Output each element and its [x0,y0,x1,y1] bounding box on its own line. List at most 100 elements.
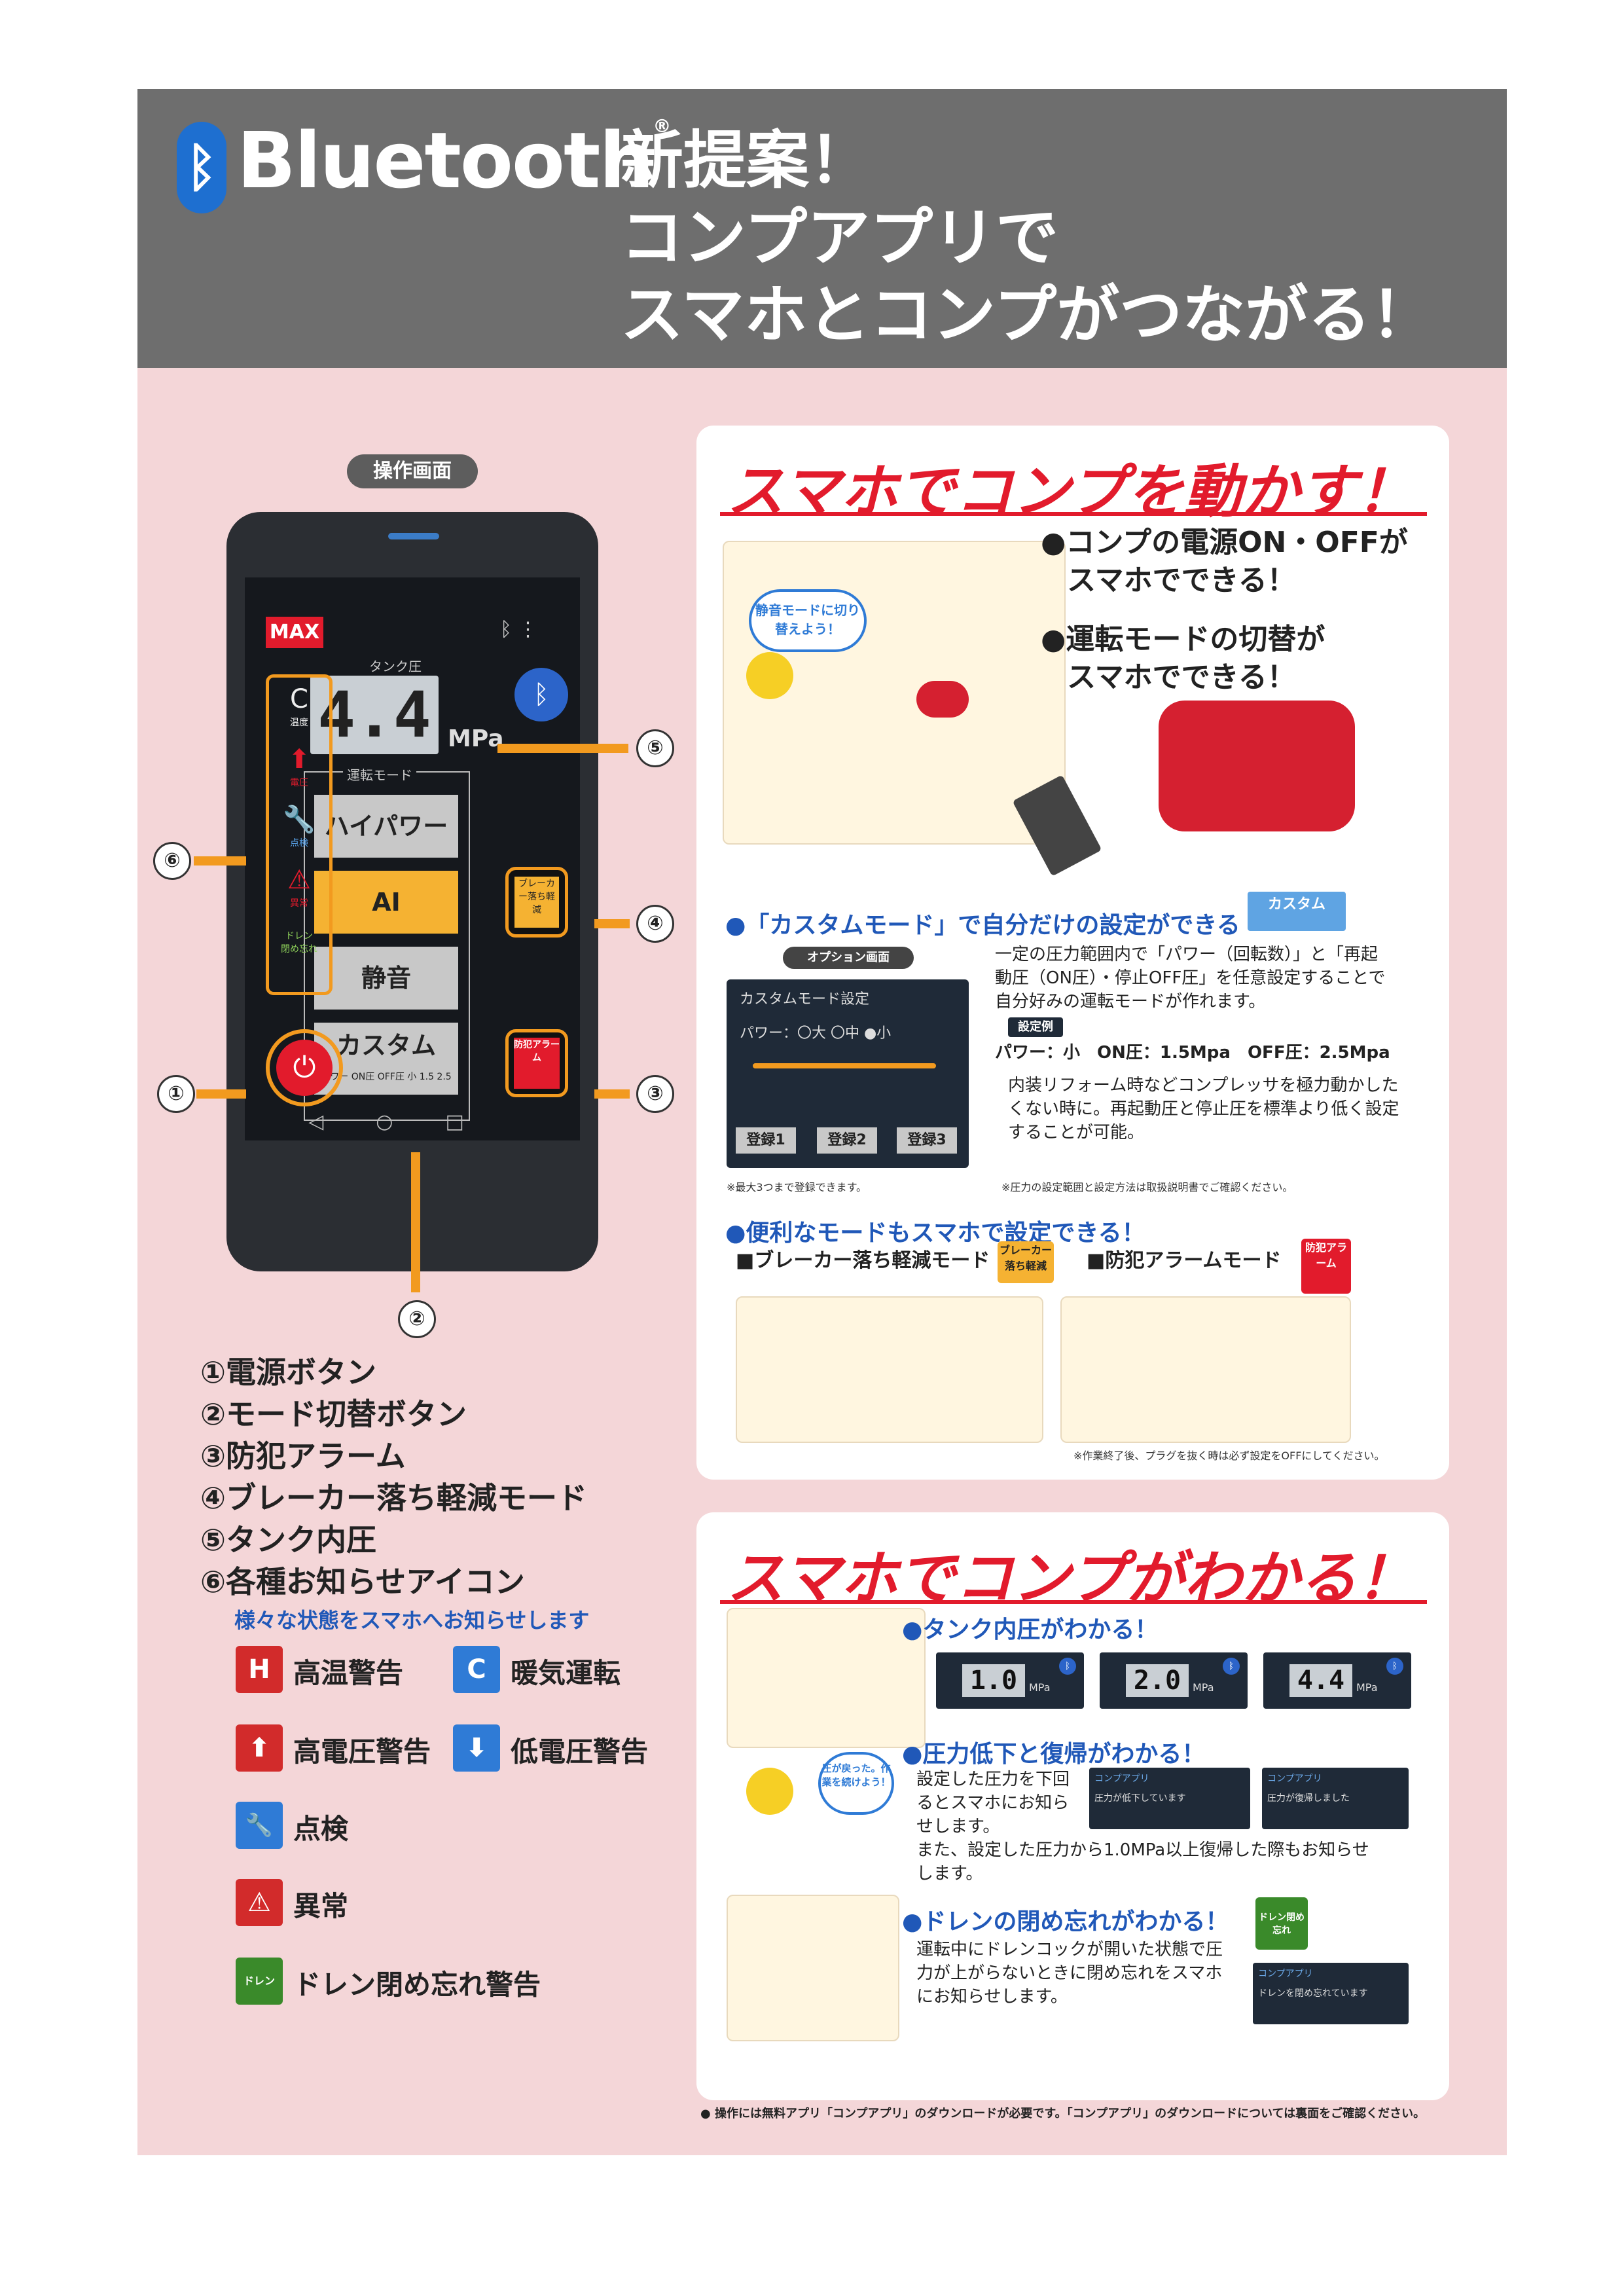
alarm-illustration [1060,1296,1351,1443]
drop-body-line: 設定した圧力を下回 [916,1770,1070,1789]
alarm-button[interactable]: 防犯アラーム [505,1029,568,1097]
notification-message: 圧力が復帰しました [1267,1793,1350,1804]
high-temp-warning-icon: H [236,1646,283,1693]
legend-item: ③防犯アラーム [200,1438,406,1474]
high-temp-warning-label: 高温警告 [293,1657,404,1689]
callout-4: ④ [636,905,674,943]
callout-arrow-3 [594,1089,630,1099]
status-icons: ᛒ ⋮ [500,618,538,641]
custom-body-2: 内装リフォーム時などコンプレッサを極力動かした くない時に。再起動圧と停止圧を標… [1008,1074,1399,1144]
custom-body-line: 自分好みの運転モードが作れます。 [995,992,1266,1011]
panel-operate-title-rule [720,512,1427,516]
callout-3: ③ [636,1075,674,1113]
tank-illustration [727,1608,926,1748]
error-warning-icon: ⚠ [236,1879,283,1926]
drain-illustration [727,1895,899,2041]
headline-line-2: コンプアプリで [621,201,1059,274]
warm-up-icon: C [453,1646,500,1693]
legend-item: ④ブレーカー落ち軽減モード [200,1480,587,1516]
headline-line-1: 新提案！ [621,124,872,197]
bluetooth-connect-button[interactable]: ᛒ [514,668,568,721]
custom-body: 一定の圧力範囲内で「パワー（回転数）」と「再起 動圧（ON圧）・停止OFF圧」を… [995,943,1386,1013]
compressor-small [916,681,969,718]
range-note: ※圧力の設定範囲と設定方法は取扱説明書でご確認ください。 [1001,1181,1293,1194]
callout-1: ① [157,1075,195,1113]
register-3-button[interactable]: 登録3 [897,1127,957,1154]
mode-label: 運転モード [343,765,416,784]
notification-pressure-back: コンプアプリ圧力が復帰しました [1262,1768,1409,1829]
alarm-label: 防犯アラーム [514,1038,560,1089]
tank-heading: ●タンク内圧がわかる！ [902,1616,1159,1643]
breaker-mode-title: ■ブレーカー落ち軽減モード [736,1249,990,1272]
mode-custom-settings: パワー ON圧 OFF圧 小 1.5 2.5 [321,1072,452,1082]
breaker-mode-button[interactable]: ブレーカー落ち軽減 [505,867,568,938]
drain-body-line: 運転中にドレンコックが開いた状態で圧 [916,1940,1223,1959]
notification-drain: コンプアプリドレンを閉め忘れています [1253,1963,1409,2024]
mode-high-power-button[interactable]: ハイパワー [314,795,458,858]
custom-tag: カスタム [1248,892,1346,931]
bullet-power-2: スマホでできる！ [1067,564,1296,597]
mode-ai-button[interactable]: AI [314,871,458,934]
inspection-icon: 🔧点検 [283,805,315,848]
legend-note: 様々な状態をスマホへお知らせします [234,1608,590,1633]
drop-body2-line: また、設定した圧力から1.0MPa以上復帰した際もお知らせ [916,1840,1369,1860]
callout-arrow-6 [194,856,246,866]
pressure-drop-body: 設定した圧力を下回 るとスマホにお知ら せします。 [916,1768,1070,1838]
feature-bullets: ●コンプの電源ON・OFFが スマホでできる！ ●運転モードの切替が スマホでで… [1041,524,1408,697]
breaker-illustration [736,1296,1043,1443]
tank-readout-value: 1.0 [962,1664,1025,1697]
headline: 新提案！ コンプアプリで スマホとコンプがつながる！ [621,122,1433,354]
notification-app: コンプアプリ [1267,1774,1322,1784]
phone-speaker [388,533,439,539]
tank-readout-unit: MPa [1193,1681,1214,1694]
quiet-mode-bubble: 静音モードに切り替えよう！ [749,589,867,652]
voltage-icon: ⬆電圧 [288,744,310,788]
drain-heading: ●ドレンの閉め忘れがわかる！ [902,1908,1229,1935]
alarm-mode-title: ■防犯アラームモード [1087,1249,1282,1272]
legend-item: ⑤タンク内圧 [200,1522,376,1558]
custom-body2-line: することが可能。 [1008,1123,1145,1142]
bullet-mode-2: スマホでできる！ [1067,661,1296,694]
bluetooth-icon: ᛒ [1059,1658,1076,1675]
useful-modes-heading: ●便利なモードもスマホで設定できる！ [725,1220,1145,1247]
worker-helmet [746,652,793,699]
drop-body2-line: します。 [916,1864,983,1884]
example-line: パワー：小 ON圧：1.5Mpa OFF圧：2.5Mpa [995,1043,1390,1063]
drop-body-line: るとスマホにお知ら [916,1793,1070,1813]
tank-readout-unit: MPa [1356,1681,1378,1694]
inspection-warning-label: 点検 [293,1813,349,1845]
error-icon: ⚠異常 [287,865,311,909]
power-button[interactable]: ⏻ [276,1040,333,1096]
notification-app: コンプアプリ [1258,1969,1313,1979]
error-warning-label: 異常 [293,1890,349,1922]
bluetooth-icon: ᛒ [1386,1658,1403,1675]
register-1-button[interactable]: 登録1 [736,1127,796,1154]
bullet-mode: ●運転モードの切替が [1041,623,1325,656]
footer-note: ● 操作には無料アプリ「コンプアプリ」のダウンロードが必要です。「コンプアプリ」… [700,2107,1426,2121]
panel-know-title-rule [720,1600,1427,1604]
mode-quiet-button[interactable]: 静音 [314,947,458,1010]
header-banner [137,89,1507,368]
drain-warning-icon: ドレン [236,1958,283,2005]
notification-app: コンプアプリ [1094,1774,1149,1784]
drain-body-line: 力が上がらないときに閉め忘れをスマホ [916,1963,1223,1983]
high-voltage-warning-icon: ⬆ [236,1724,283,1772]
register-2-button[interactable]: 登録2 [817,1127,877,1154]
legend-list: ①電源ボタン ②モード切替ボタン ③防犯アラーム ④ブレーカー落ち軽減モード ⑤… [200,1351,587,1603]
drain-warning-label: ドレン閉め忘れ警告 [293,1969,541,2001]
tank-readout-value: 4.4 [1289,1664,1352,1697]
headline-line-3: スマホとコンプがつながる！ [621,278,1434,352]
legend-item: ②モード切替ボタン [200,1396,467,1432]
notification-low-pressure: コンプアプリ圧力が低下しています [1089,1768,1250,1829]
notification-message: 圧力が低下しています [1094,1793,1186,1804]
tank-readout-unit: MPa [1029,1681,1051,1694]
callout-5: ⑤ [636,729,674,767]
pressure-slider[interactable] [753,1063,936,1068]
custom-body2-line: くない時に。再起動圧と停止圧を標準より低く設定 [1008,1099,1399,1119]
example-badge: 設定例 [1008,1017,1063,1037]
bluetooth-icon: ᛒ [177,122,226,213]
tank-pressure-unit: MPa [448,725,504,752]
custom-body-line: 動圧（ON圧）・停止OFF圧」を任意設定することで [995,968,1386,988]
